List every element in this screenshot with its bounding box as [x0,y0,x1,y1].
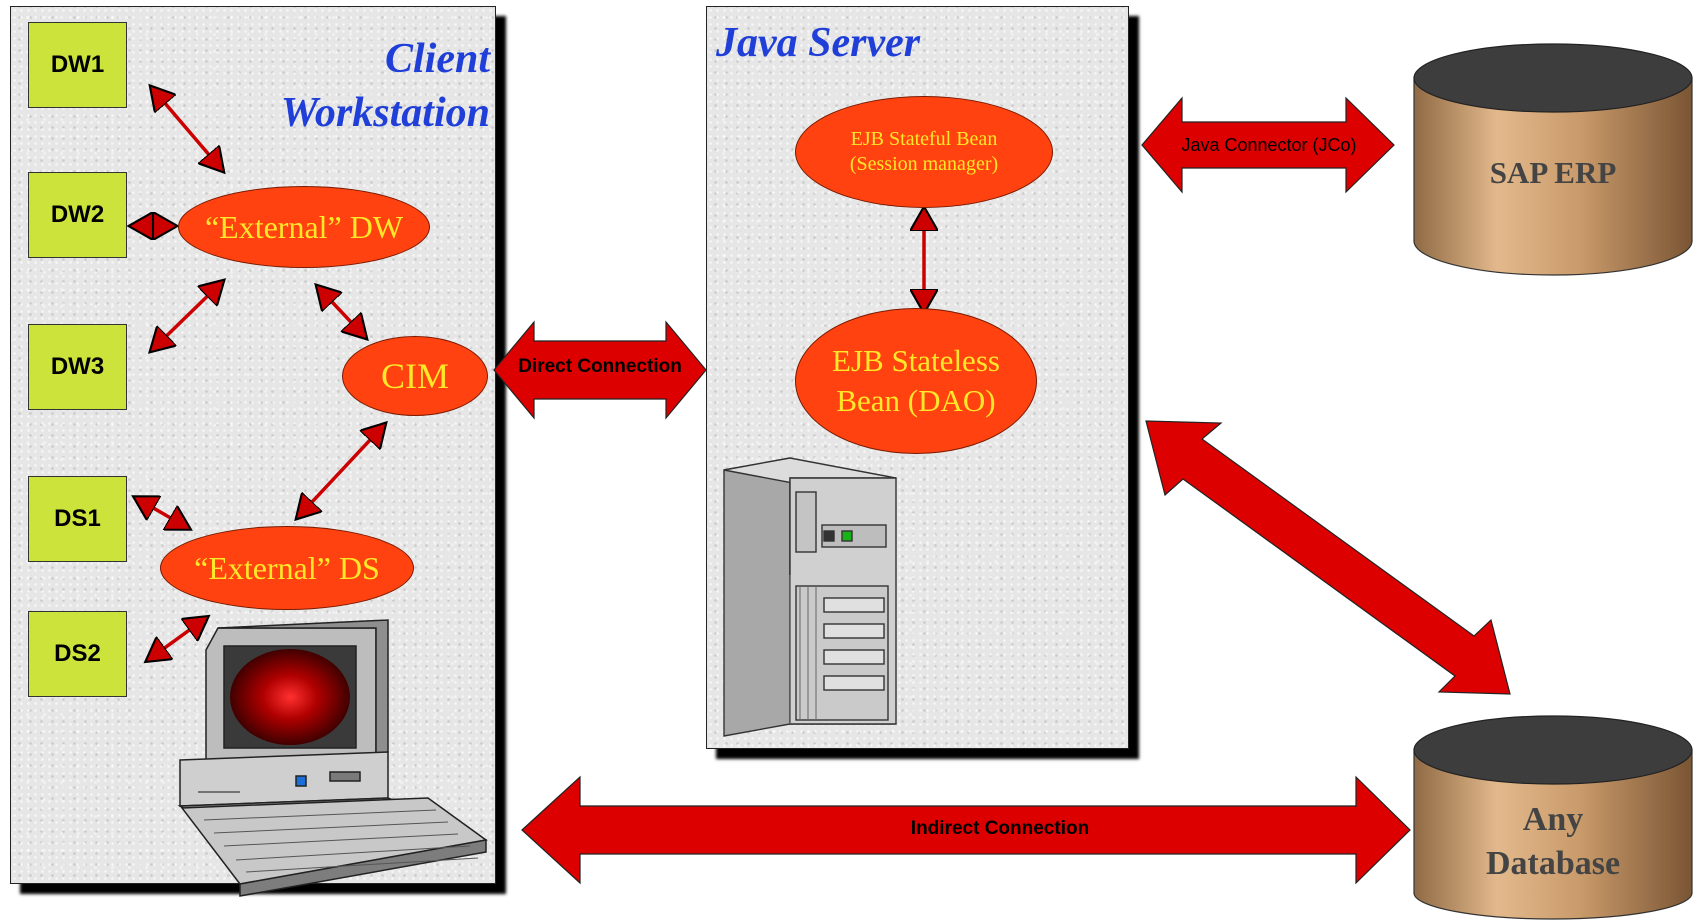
extdw-cim-arrow [318,287,365,337]
block-arrows [493,96,1511,885]
direct-connection-label: Direct Connection [518,356,682,377]
ds2-box: DS2 [28,611,127,697]
server-tower-icon [723,457,897,737]
server-database-arrow [1145,420,1511,695]
client-link-arrows [132,88,924,660]
sap-erp-label: SAP ERP [1489,155,1617,190]
direct-connection-arrow [493,320,707,420]
jco-arrow [1141,96,1395,194]
ds1-box: DS1 [28,476,127,562]
dw3-link-arrow [152,282,222,350]
ejb-stateful-bean-node: EJB Stateful Bean (Session manager) [795,96,1053,208]
ds1-link-arrow [136,498,188,528]
cim-extds-arrow [298,425,384,517]
cim-node: CIM [342,336,488,416]
dw3-box: DW3 [28,324,127,410]
desktop-computer-icon [177,619,488,897]
any-database-label: Any Database [1485,801,1621,882]
dw2-box: DW2 [28,172,127,258]
java-server-title: Java Server [716,20,921,66]
client-workstation-title: Client Workstation [280,36,490,136]
indirect-connection-label: Indirect Connection [910,818,1090,839]
indirect-connection-arrow [521,775,1411,885]
sap-erp-database-icon [1413,43,1693,276]
dw1-box: DW1 [28,22,127,108]
ejb-stateless-bean-node: EJB Stateless Bean (DAO) [795,308,1037,454]
external-ds-node: “External” DS [160,526,414,610]
dw1-link-arrow [152,88,222,170]
external-dw-node: “External” DW [178,186,430,268]
ds2-link-arrow [148,618,206,660]
jco-label: Java Connector (JCo) [1181,135,1357,155]
client-workstation-panel [10,6,496,884]
any-database-icon [1413,715,1693,920]
